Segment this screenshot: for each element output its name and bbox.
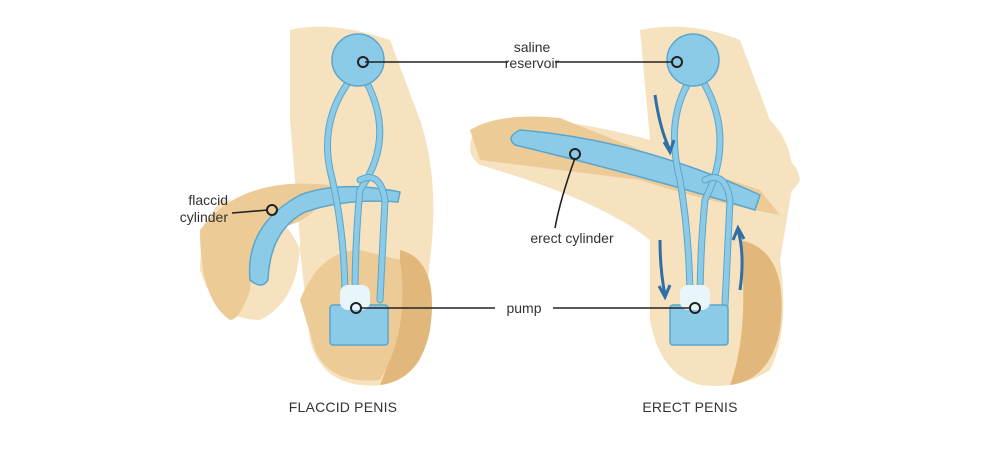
caption-erect: ERECT PENIS (642, 399, 737, 415)
label-saline-reservoir-1: saline (514, 39, 551, 55)
arrow-down-icon (657, 239, 672, 301)
label-erect-cylinder: erect cylinder (530, 230, 614, 246)
label-pump: pump (506, 300, 541, 316)
flaccid-cylinder (248, 185, 401, 286)
label-saline-reservoir-2: reservoir (505, 55, 560, 71)
saline-reservoir-erect (666, 33, 720, 87)
caption-flaccid: FLACCID PENIS (289, 399, 397, 415)
label-flaccid-cylinder-1: flaccid (188, 192, 228, 208)
arrow-up-icon (731, 224, 746, 291)
leader-lines (231, 56, 701, 314)
label-flaccid-cylinder-2: cylinder (180, 209, 229, 225)
arrow-down-icon (653, 94, 676, 156)
